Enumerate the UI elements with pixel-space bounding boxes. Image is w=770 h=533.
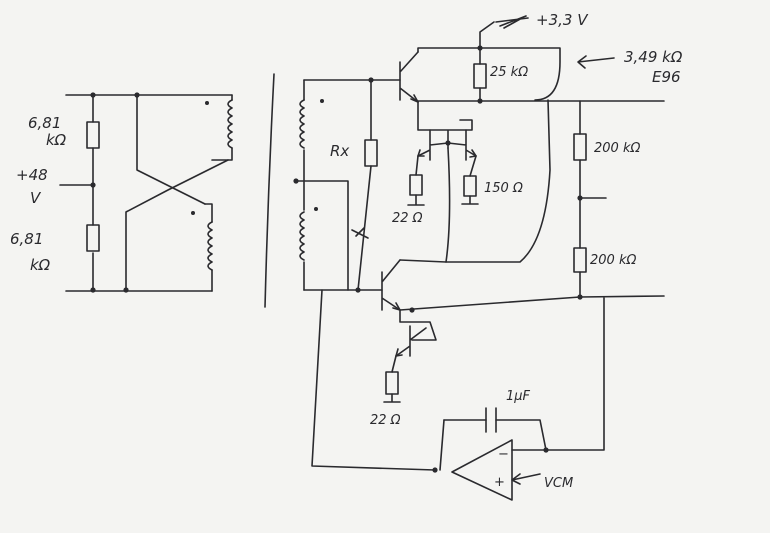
- supply-rail: [417, 47, 561, 101]
- q2-transistor-left: [417, 129, 449, 161]
- rx-wire: [357, 79, 372, 291]
- capacitor-label: 1µF: [506, 389, 531, 404]
- r-divider-top-label: 200 kΩ: [594, 141, 640, 156]
- junction-dot: [409, 307, 415, 313]
- left-bias-network: 6,81 kΩ +48 V 6,81 kΩ: [10, 92, 233, 293]
- q3-emitter-loop: [399, 309, 437, 341]
- r-top-value: 6,81: [28, 114, 61, 132]
- supply-scribble: [495, 15, 529, 29]
- q4-transistor: [395, 325, 427, 357]
- winding-polarity-dot: [320, 99, 324, 103]
- cap-feedback-wire: [443, 419, 547, 451]
- lower-signal-rail: [399, 295, 665, 311]
- opamp-minus-wire: [511, 297, 605, 451]
- vcm-label: VCM: [544, 476, 573, 491]
- opamp-output-line: [311, 289, 436, 471]
- secondary-center-tap: [295, 180, 349, 291]
- r-emitter-1-label: 22 Ω: [392, 211, 423, 226]
- winding-polarity-dot: [205, 101, 209, 105]
- ground-150: [461, 195, 479, 205]
- junction-dot: [90, 92, 96, 98]
- winding-polarity-dot: [191, 211, 195, 215]
- divider-wire: [579, 100, 607, 299]
- resistor-rx: [364, 139, 378, 167]
- q4-emitter-arrow: [395, 348, 403, 357]
- r-top-unit: kΩ: [46, 131, 67, 149]
- resistor-top-6k81: [86, 121, 100, 149]
- capacitor-1uf: [485, 407, 497, 433]
- r-bottom-unit: kΩ: [30, 256, 51, 274]
- upper-winding-wire: [211, 94, 233, 161]
- resistor-bottom-6k81: [86, 224, 100, 252]
- q1-feedback-loop: [417, 101, 473, 149]
- q2-emitter-arrows: [417, 149, 477, 158]
- junction-dot: [90, 287, 96, 293]
- r-bottom-value: 6,81: [10, 230, 43, 248]
- rx-label: Rx: [330, 142, 349, 160]
- opamp-plus-sign: +: [494, 475, 505, 490]
- r-emitter-3-label: 22 Ω: [370, 413, 401, 428]
- resistor-22-left: [409, 174, 423, 196]
- secondary-coil-bottom: [299, 211, 305, 261]
- q3-collector-wire: [399, 259, 447, 263]
- r-sense-top-label: 25 kΩ: [490, 65, 528, 80]
- ground-lower: [383, 393, 401, 403]
- q2-transistor-right: [447, 129, 477, 161]
- right-sense-circuit: Rx +3,3 V 25 kΩ 3,49 kΩ E96: [293, 11, 683, 501]
- annotation-value: 3,49 kΩ: [624, 48, 683, 66]
- cap-left-leg: [439, 419, 445, 471]
- lower-winding-wire: [204, 203, 213, 292]
- lower-inductor-coil: [207, 221, 213, 271]
- ground-left: [407, 194, 425, 206]
- r-emitter-2-label: 150 Ω: [484, 181, 523, 196]
- upper-inductor-coil: [227, 99, 233, 149]
- supply-label: +3,3 V: [536, 11, 589, 29]
- transformer-core-line: [264, 73, 275, 308]
- q1-transistor: [399, 51, 419, 103]
- opamp-minus-sign: −: [498, 447, 509, 462]
- annotation-series: E96: [652, 68, 681, 86]
- winding-polarity-dot: [314, 207, 318, 211]
- rx-diode-marker: [351, 227, 369, 239]
- junction-dot: [90, 182, 96, 188]
- resistor-150: [463, 175, 477, 197]
- secondary-coil-top: [299, 99, 305, 149]
- junction-dot: [477, 98, 483, 104]
- vcm-arrow: [511, 473, 541, 485]
- q2-emitter-wires: [415, 155, 477, 177]
- resistor-25k: [473, 63, 487, 89]
- cross-wire-a: [136, 94, 206, 205]
- junction-dot: [432, 467, 438, 473]
- annotation-arrow: [577, 55, 615, 69]
- opamp-triangle: [451, 439, 513, 501]
- supply-stub: [479, 21, 495, 49]
- cross-wire-b: [125, 159, 229, 291]
- r-divider-bottom-label: 200 kΩ: [590, 253, 636, 268]
- q4-emitter-wire: [391, 355, 397, 373]
- resistor-22-lower: [385, 371, 399, 395]
- resistor-200k-top: [573, 133, 587, 161]
- resistor-200k-bottom: [573, 247, 587, 273]
- supply-value: +48: [16, 166, 48, 184]
- bias-loop-wire: [445, 99, 551, 263]
- junction-dot: [577, 195, 583, 201]
- q3-transistor: [381, 259, 401, 311]
- supply-unit: V: [30, 189, 42, 207]
